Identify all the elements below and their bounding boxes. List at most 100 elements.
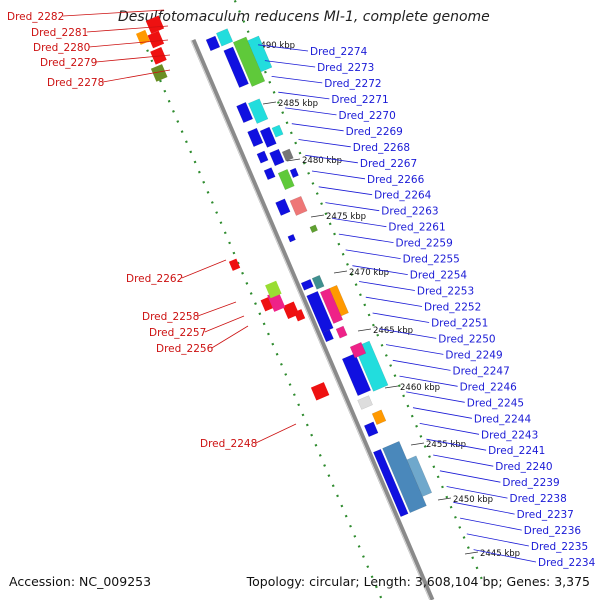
gene-feature-25: [321, 329, 334, 343]
right-gene-label: Dred_2263: [381, 206, 438, 218]
left-gene-label: Dred_2257: [149, 327, 206, 339]
gene-feature-26: [335, 325, 348, 339]
right-leader-line: [473, 549, 537, 563]
tick-mark: [310, 214, 325, 218]
right-labels: Dred_2274Dred_2273Dred_2272Dred_2271Dred…: [310, 46, 596, 569]
tick-label: 2490 kbp: [255, 41, 295, 51]
gene-feature-13: [263, 167, 276, 181]
right-gene-label: Dred_2266: [367, 174, 425, 186]
gene-feature-24: [329, 284, 349, 317]
right-gene-label: Dred_2246: [460, 381, 518, 393]
accession-text: Accession: NC_009253: [9, 574, 152, 589]
left-gene-label: Dred_2278: [47, 77, 104, 89]
tick-label: 2460 kbp: [400, 383, 440, 393]
tick-mark: [437, 497, 452, 501]
tick-label: 2445 kbp: [480, 549, 520, 559]
right-leader-line: [399, 375, 458, 387]
right-gene-label: Dred_2259: [396, 238, 453, 250]
gene-feature-14: [277, 168, 295, 191]
right-leader-line: [419, 423, 480, 435]
right-gene-label: Dred_2235: [531, 541, 588, 553]
left-gene-label: Dred_2258: [142, 311, 199, 323]
left-leader-line: [95, 54, 171, 63]
left-gene-label: Dred_2281: [31, 27, 88, 39]
right-gene-label: Dred_2238: [510, 493, 567, 505]
right-leader-line: [466, 533, 529, 547]
minus-strand-gene-1: [147, 30, 165, 49]
tick-label: 2480 kbp: [302, 156, 342, 166]
gene-feature-12: [281, 148, 294, 162]
gene-feature-6: [247, 98, 269, 124]
right-gene-label: Dred_2268: [353, 142, 410, 154]
tick-mark: [410, 442, 425, 446]
left-leader-line: [204, 315, 245, 333]
tick-mark: [262, 101, 277, 105]
right-gene-label: Dred_2252: [424, 302, 481, 314]
minus-strand-gene-7: [310, 382, 330, 401]
gene-feature-11: [269, 148, 285, 167]
right-gene-label: Dred_2261: [388, 222, 445, 234]
right-leader-line: [345, 249, 401, 259]
right-gene-label: Dred_2272: [324, 78, 381, 90]
left-gene-label: Dred_2279: [40, 57, 97, 69]
gene-feature-34: [406, 455, 433, 497]
right-leader-line: [305, 154, 358, 164]
right-gene-label: Dred_2244: [474, 413, 532, 425]
gene-feature-30: [357, 395, 373, 410]
gene-feature-3: [232, 36, 266, 87]
right-leader-line: [332, 218, 387, 228]
gene-feature-18: [287, 233, 296, 243]
right-leader-line: [359, 281, 415, 291]
gene-feature-20: [300, 278, 314, 291]
left-leader-line: [102, 69, 171, 83]
genome-backbone: [190, 39, 435, 600]
gene-feature-10: [256, 150, 269, 164]
right-gene-label: Dred_2247: [453, 365, 510, 377]
gene-feature-23: [319, 288, 344, 324]
left-leader-line: [62, 9, 165, 17]
right-leader-line: [365, 296, 423, 307]
tick-mark: [384, 385, 399, 389]
minus-strand-gene-3: [228, 258, 241, 271]
left-gene-label: Dred_2256: [156, 343, 214, 355]
tick-label: 2455 kbp: [426, 440, 466, 450]
gene-feature-33: [382, 440, 427, 514]
tick-label: 2450 kbp: [453, 495, 493, 505]
right-leader-line: [278, 91, 330, 100]
right-gene-label: Dred_2254: [410, 270, 468, 282]
gene-feature-17: [289, 195, 308, 216]
right-gene-label: Dred_2250: [438, 333, 495, 345]
gene-feature-27: [341, 353, 372, 397]
left-gene-label: Dred_2248: [200, 438, 257, 450]
right-leader-line: [453, 501, 515, 515]
right-leader-line: [311, 170, 366, 180]
left-leader-line: [255, 423, 297, 444]
right-leader-line: [392, 359, 451, 371]
right-leader-line: [258, 44, 309, 52]
tick-mark: [357, 328, 372, 332]
right-gene-label: Dred_2251: [431, 318, 488, 330]
right-leader-line: [385, 344, 444, 355]
gene-feature-1: [215, 28, 234, 47]
right-leader-line: [372, 312, 430, 323]
left-leader-line: [88, 39, 169, 48]
left-gene-label: Dred_2262: [126, 273, 183, 285]
left-leader-line: [86, 25, 169, 33]
gene-feature-4: [247, 35, 273, 73]
tick-mark: [464, 551, 479, 555]
right-gene-label: Dred_2243: [481, 429, 538, 441]
right-leader-line: [446, 486, 508, 499]
gene-feature-15: [289, 167, 299, 179]
right-gene-label: Dred_2255: [403, 254, 460, 266]
right-gene-label: Dred_2249: [445, 349, 502, 361]
tick-mark: [333, 270, 348, 274]
gene-feature-35: [372, 448, 409, 518]
tick-label: 2475 kbp: [326, 212, 366, 222]
left-gene-label: Dred_2280: [33, 42, 90, 54]
gene-feature-16: [275, 198, 291, 216]
left-gene-label: Dred_2282: [7, 11, 64, 23]
right-leader-line: [406, 391, 465, 403]
right-leader-line: [298, 139, 351, 148]
right-gene-label: Dred_2253: [417, 286, 474, 298]
